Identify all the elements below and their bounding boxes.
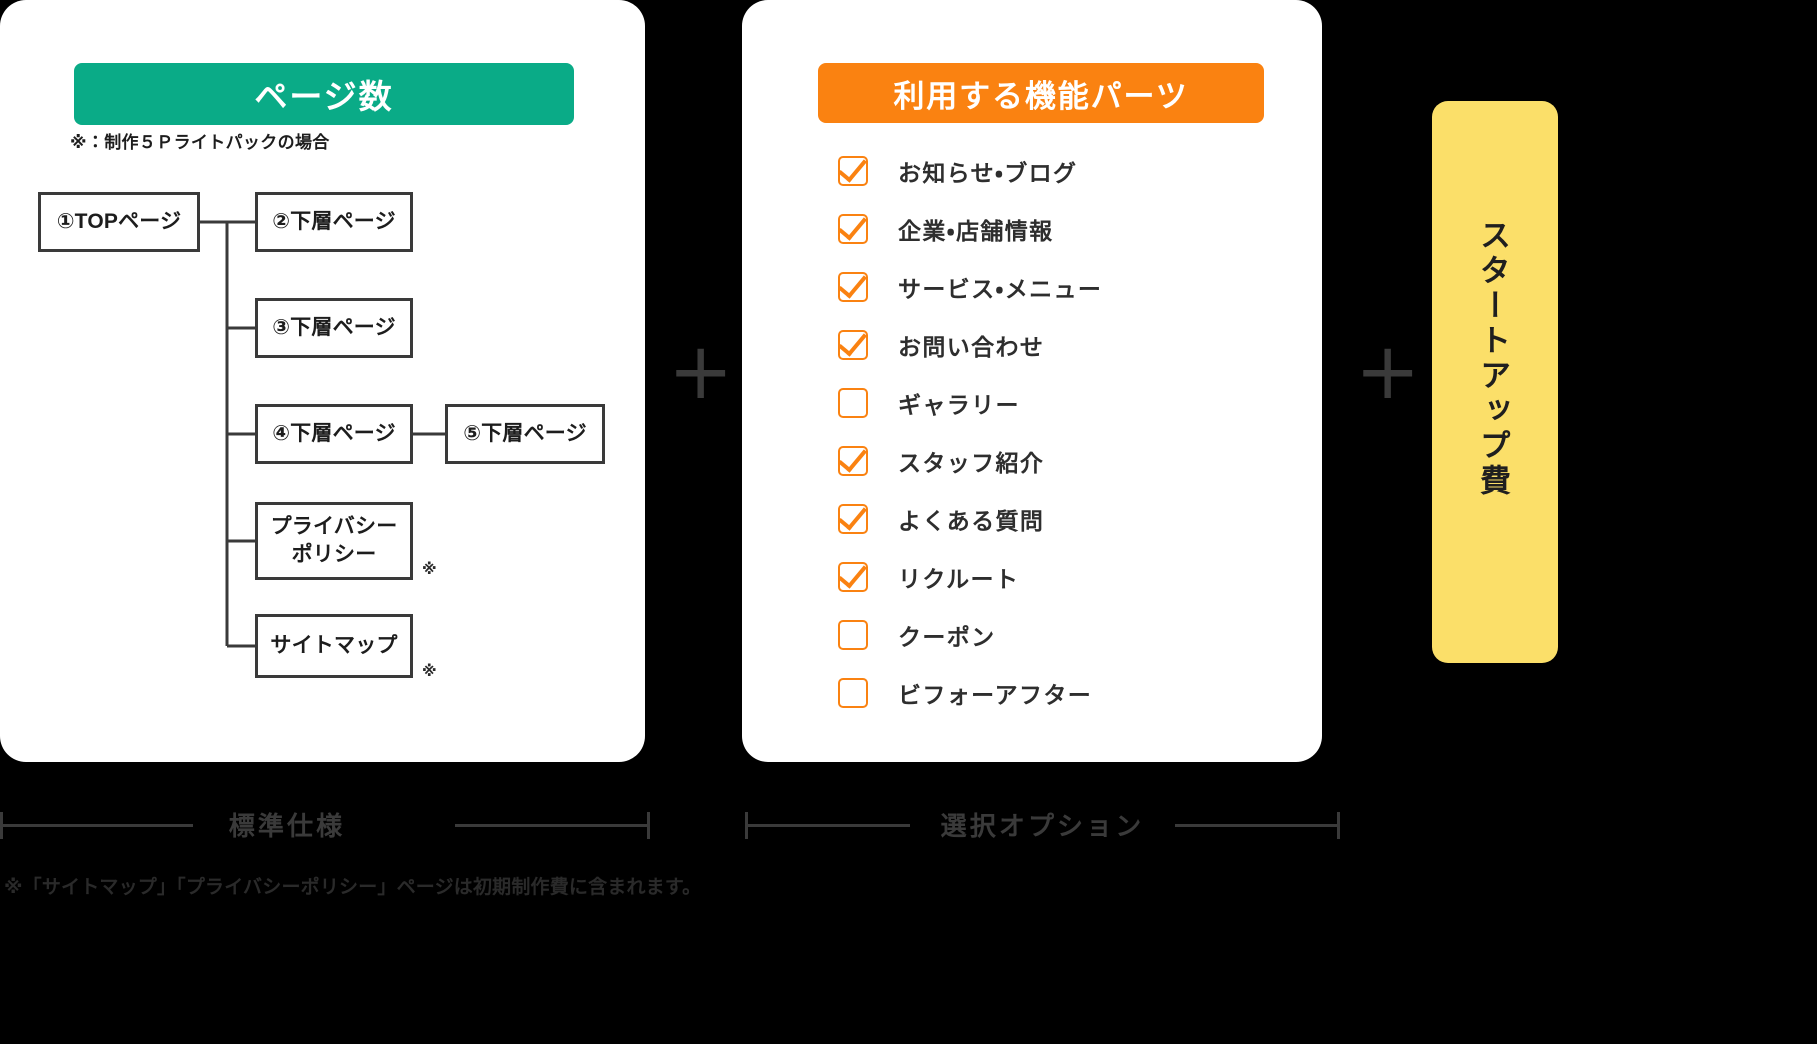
bracket-line-left	[745, 824, 910, 827]
list-item[interactable]: クーポン	[838, 606, 1298, 664]
bracket-label: 選択オプション	[940, 811, 1145, 841]
pages-panel-title: ページ数	[74, 63, 574, 125]
footnote-text: ※「サイトマップ」「プライバシーポリシー」ページは初期制作費に含まれます。	[4, 877, 702, 898]
list-item[interactable]: お知らせ・ブログ	[838, 142, 1298, 200]
checkbox-unchecked-icon[interactable]	[838, 620, 868, 650]
bracket-line-left	[0, 824, 193, 827]
list-item-label: ビフォーアフター	[898, 682, 1093, 708]
checkbox-checked-icon[interactable]	[838, 214, 868, 244]
flow-box-privacy: プライバシー ポリシー	[255, 502, 413, 580]
checkbox-checked-icon[interactable]	[838, 156, 868, 186]
list-item[interactable]: よくある質問	[838, 490, 1298, 548]
checkbox-checked-icon[interactable]	[838, 504, 868, 534]
checkbox-unchecked-icon[interactable]	[838, 678, 868, 708]
bracket-select-option: 選択オプション	[745, 805, 1340, 843]
list-item[interactable]: ギャラリー	[838, 374, 1298, 432]
list-item[interactable]: リクルート	[838, 548, 1298, 606]
checkbox-checked-icon[interactable]	[838, 562, 868, 592]
list-item-label: サービス・メニュー	[898, 276, 1103, 302]
pages-panel-note: ※：制作５Ｐライトパックの場合	[70, 133, 330, 152]
checkbox-checked-icon[interactable]	[838, 446, 868, 476]
bracket-label: 標準仕様	[228, 811, 346, 841]
plus-operator-1: +	[668, 327, 734, 417]
bracket-cap-right	[647, 812, 650, 839]
flow-box-fifth: ⑤下層ページ	[445, 404, 605, 464]
list-item-label: スタッフ紹介	[898, 450, 1045, 476]
feature-parts-list: お知らせ・ブログ 企業・店舗情報 サービス・メニュー お問い合わせ ギャラリー …	[838, 142, 1298, 722]
flow-box-third: ③下層ページ	[255, 298, 413, 358]
flow-box-top: ①TOPページ	[38, 192, 200, 252]
checkbox-unchecked-icon[interactable]	[838, 388, 868, 418]
flow-box-fourth: ④下層ページ	[255, 404, 413, 464]
bracket-line-right	[1175, 824, 1337, 827]
bracket-cap-right	[1337, 812, 1340, 839]
list-item-label: よくある質問	[898, 508, 1045, 534]
list-item[interactable]: ビフォーアフター	[838, 664, 1298, 722]
parts-panel: 利用する機能パーツ お知らせ・ブログ 企業・店舗情報 サービス・メニュー お問い…	[742, 0, 1322, 762]
list-item-label: クーポン	[898, 624, 996, 650]
list-item-label: リクルート	[898, 566, 1020, 592]
list-item[interactable]: サービス・メニュー	[838, 258, 1298, 316]
startup-fee-title: スタートアップ費	[1475, 219, 1510, 500]
list-item[interactable]: お問い合わせ	[838, 316, 1298, 374]
list-item[interactable]: 企業・店舗情報	[838, 200, 1298, 258]
list-item-label: 企業・店舗情報	[898, 218, 1054, 244]
list-item-label: ギャラリー	[898, 392, 1020, 418]
list-item-label: お問い合わせ	[898, 334, 1045, 360]
checkbox-checked-icon[interactable]	[838, 330, 868, 360]
asterisk-sitemap: ※	[422, 663, 437, 680]
checkbox-checked-icon[interactable]	[838, 272, 868, 302]
list-item-label: お知らせ・ブログ	[898, 160, 1078, 186]
flow-box-second: ②下層ページ	[255, 192, 413, 252]
asterisk-privacy: ※	[422, 561, 437, 578]
list-item[interactable]: スタッフ紹介	[838, 432, 1298, 490]
startup-fee-panel: スタートアップ費	[1432, 101, 1558, 663]
flow-box-sitemap: サイトマップ	[255, 614, 413, 678]
plus-operator-2: +	[1355, 327, 1421, 417]
bracket-line-right	[455, 824, 650, 827]
bracket-standard-spec: 標準仕様	[0, 805, 650, 843]
parts-panel-title: 利用する機能パーツ	[818, 63, 1264, 123]
pages-panel: ページ数 ※：制作５Ｐライトパックの場合 ①TOPページ ②下層ページ ③下層ペ…	[0, 0, 645, 762]
